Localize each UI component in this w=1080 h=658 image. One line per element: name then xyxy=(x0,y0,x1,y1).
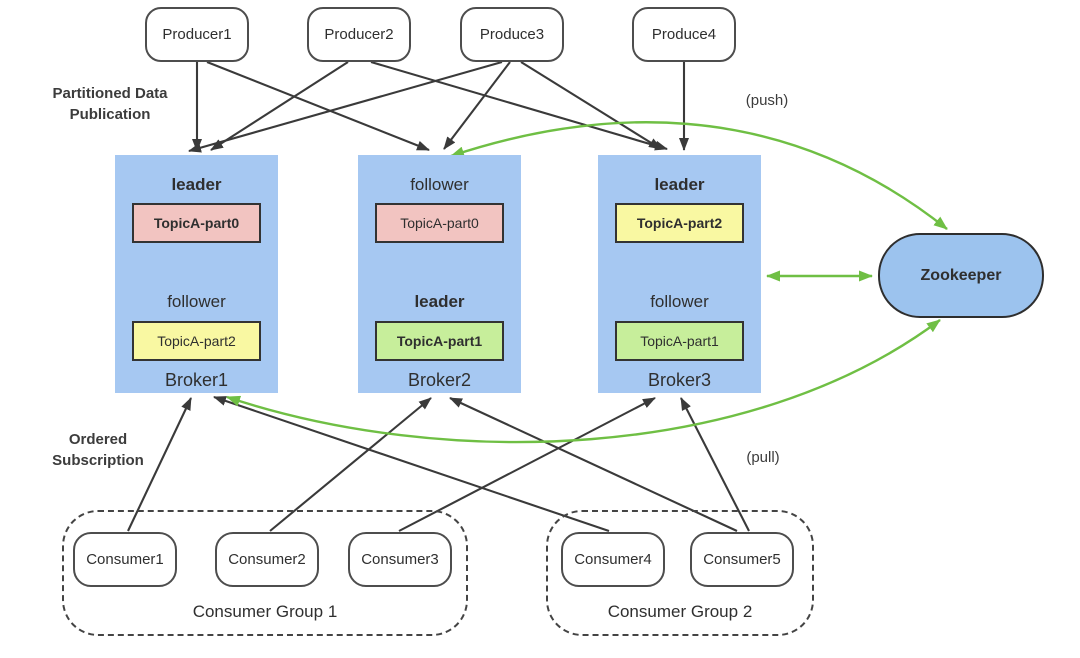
zookeeper-node: Zookeeper xyxy=(878,233,1044,318)
broker3-bottom-partition: TopicA-part1 xyxy=(615,321,744,361)
producer2-label: Producer2 xyxy=(324,26,394,43)
arrow-producer3-to-broker2 xyxy=(443,61,511,150)
consumer-group-2-label: Consumer Group 2 xyxy=(607,602,753,621)
arrow-consumer5-to-broker3 xyxy=(680,397,750,532)
broker1-name: Broker1 xyxy=(164,370,229,390)
arrow-producer2-to-broker1 xyxy=(210,61,349,151)
broker3-top-partition: TopicA-part2 xyxy=(615,203,744,243)
arrow-producer1-to-broker2 xyxy=(206,61,430,151)
push-label: (push) xyxy=(745,92,789,109)
consumer3-node: Consumer3 xyxy=(348,532,452,587)
arrow-consumer5-to-broker2 xyxy=(449,397,738,532)
consumer3-label: Consumer3 xyxy=(361,551,439,568)
publication-label-line1: Partitioned Data xyxy=(52,85,168,102)
broker1-top-role: leader xyxy=(171,175,222,194)
consumer4-node: Consumer4 xyxy=(561,532,665,587)
broker2-node: follower TopicA-part0 leader TopicA-part… xyxy=(358,155,521,393)
producer2-node: Producer2 xyxy=(307,7,411,62)
subscription-label: Ordered Subscription xyxy=(18,429,178,471)
broker2-top-partition: TopicA-part0 xyxy=(375,203,504,243)
broker2-top-role: follower xyxy=(410,175,469,194)
arrow-producer2-to-broker3 xyxy=(370,60,668,151)
broker3-bottom-role: follower xyxy=(650,292,709,311)
subscription-label-line1: Ordered xyxy=(68,431,128,448)
producer4-label: Produce4 xyxy=(651,26,717,43)
arrow-consumer2-to-broker2 xyxy=(269,397,432,532)
broker3-top-role: leader xyxy=(654,175,705,194)
broker1-bottom-role: follower xyxy=(167,292,226,311)
consumer5-node: Consumer5 xyxy=(690,532,794,587)
consumer4-label: Consumer4 xyxy=(574,551,652,568)
consumer-group-2: Consumer Group 2 xyxy=(546,510,814,636)
arrow-consumer3-to-broker3 xyxy=(398,397,656,532)
broker3-name: Broker3 xyxy=(647,370,712,390)
broker1-bottom-partition: TopicA-part2 xyxy=(132,321,261,361)
consumer1-label: Consumer1 xyxy=(86,551,164,568)
broker1-top-partition: TopicA-part0 xyxy=(132,203,261,243)
consumer-group-1-label: Consumer Group 1 xyxy=(192,602,338,621)
broker1-node: leader TopicA-part0 follower TopicA-part… xyxy=(115,155,278,393)
broker2-name: Broker2 xyxy=(407,370,472,390)
consumer1-node: Consumer1 xyxy=(73,532,177,587)
publication-label: Partitioned Data Publication xyxy=(20,83,200,125)
producer3-label: Produce3 xyxy=(479,26,545,43)
producer4-node: Produce4 xyxy=(632,7,736,62)
consumer5-label: Consumer5 xyxy=(703,551,781,568)
arrow-producer3-to-broker1 xyxy=(188,60,503,153)
producer3-node: Produce3 xyxy=(460,7,564,62)
pull-label: (pull) xyxy=(746,449,780,466)
consumer-group-1: Consumer Group 1 xyxy=(62,510,468,636)
arrow-push-broker2-zookeeper xyxy=(450,121,948,230)
arrow-consumer4-to-broker1 xyxy=(213,396,610,532)
publication-label-line2: Publication xyxy=(69,106,151,123)
broker3-node: leader TopicA-part2 follower TopicA-part… xyxy=(598,155,761,393)
consumer2-node: Consumer2 xyxy=(215,532,319,587)
broker2-bottom-partition: TopicA-part1 xyxy=(375,321,504,361)
arrow-consumer1-to-broker1 xyxy=(127,397,192,532)
broker2-bottom-role: leader xyxy=(414,292,465,311)
producer1-label: Producer1 xyxy=(162,26,232,43)
zookeeper-label: Zookeeper xyxy=(920,266,1002,284)
arrow-pull-broker1-zookeeper xyxy=(226,319,941,444)
subscription-label-line2: Subscription xyxy=(52,452,144,469)
arrow-producer3-to-broker3 xyxy=(520,61,662,150)
consumer2-label: Consumer2 xyxy=(228,551,306,568)
producer1-node: Producer1 xyxy=(145,7,249,62)
